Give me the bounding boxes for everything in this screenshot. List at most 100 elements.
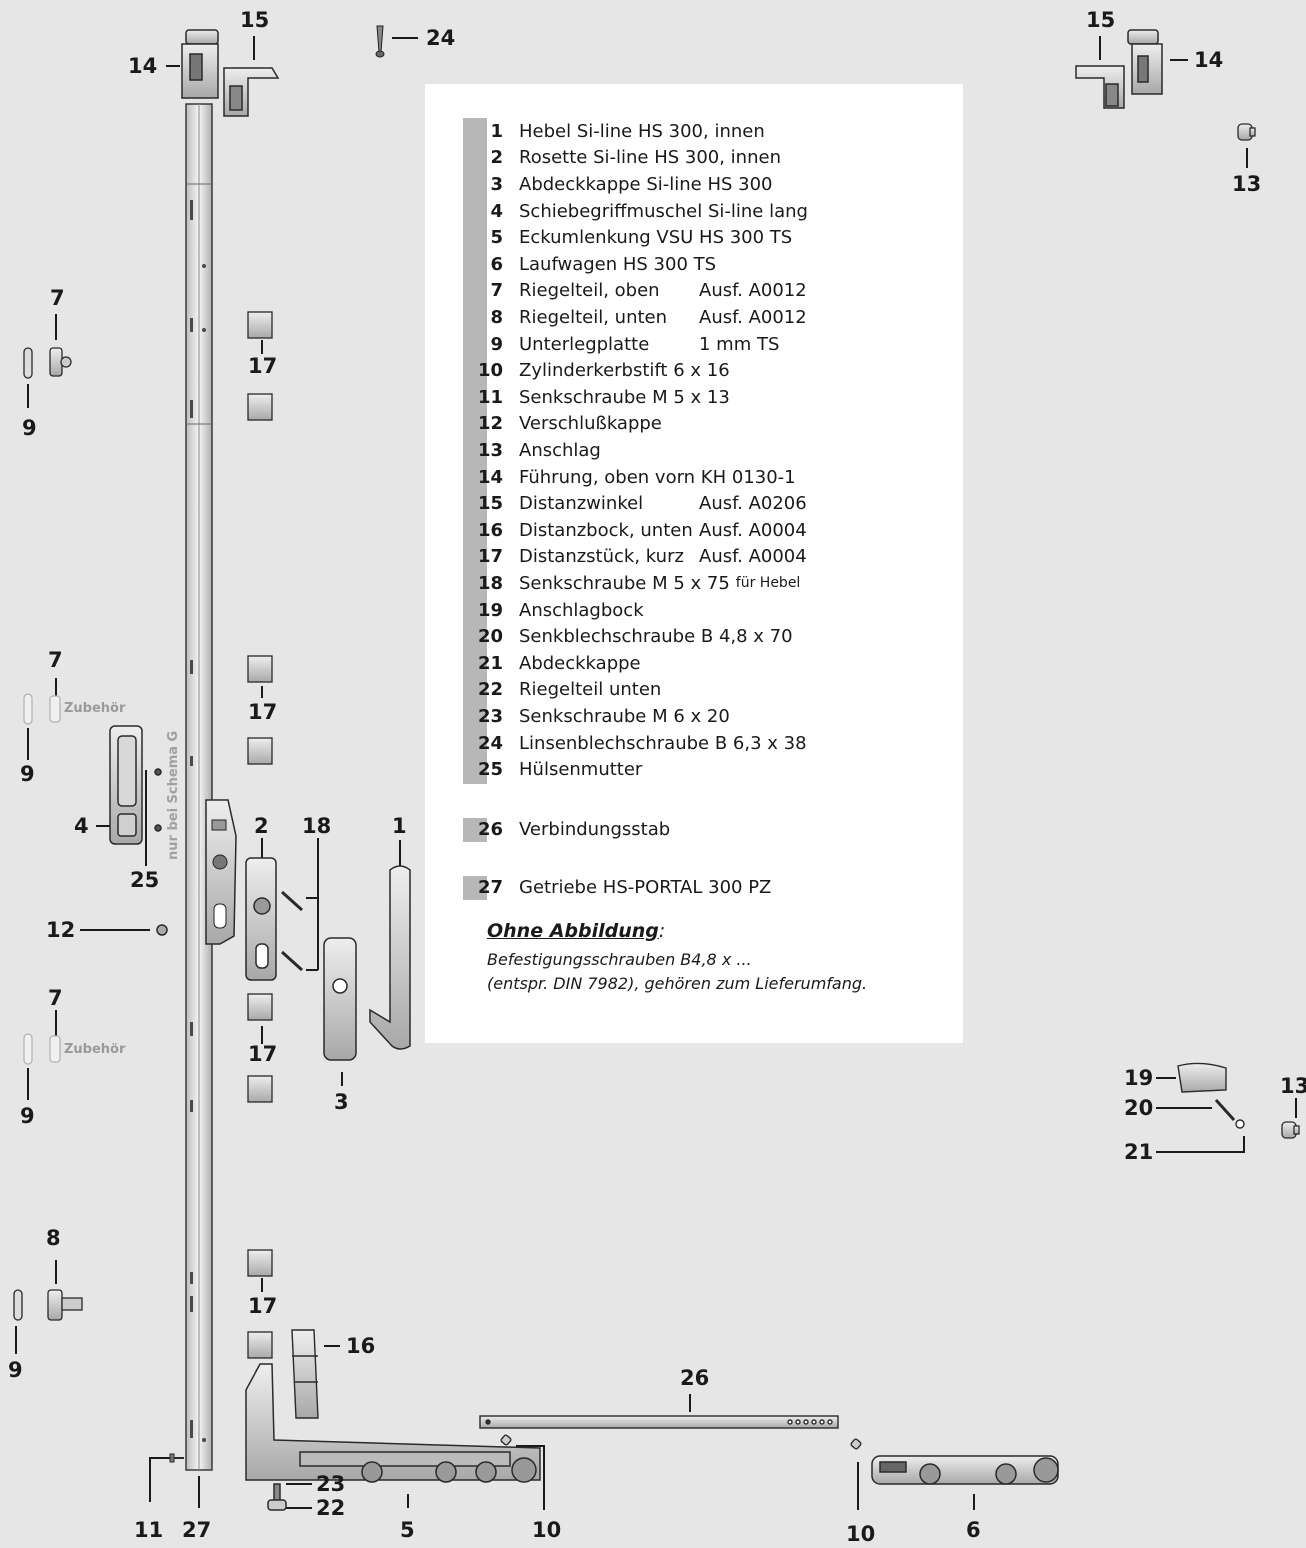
stop-13	[1237, 123, 1300, 1139]
handle-shell	[109, 725, 168, 936]
spacers-17	[247, 311, 273, 1359]
callout-14-right: 14	[1194, 48, 1224, 72]
legend-bar-main	[463, 118, 487, 784]
callout-4: 4	[74, 814, 89, 838]
legend-item: 6 Laufwagen HS 300 TS	[463, 251, 716, 278]
gear-rail	[185, 103, 237, 1471]
legend-item-number: 26	[477, 818, 503, 840]
legend-item-text: Anschlagbock	[519, 599, 644, 621]
legend-item-number: 23	[477, 705, 503, 727]
callout-15-left: 15	[240, 8, 270, 32]
accessory-faded	[23, 693, 61, 1065]
callout-3: 3	[334, 1090, 349, 1114]
top-guide-right	[1075, 29, 1163, 109]
legend-item-text: Verschlußkappe	[519, 413, 662, 435]
legend-item-number: 14	[477, 466, 503, 488]
legend-item: 4 Schiebegriffmuschel Si-line lang	[463, 198, 808, 225]
legend-item-number: 4	[490, 200, 503, 222]
legend-item-number: 11	[477, 386, 503, 408]
legend-item-number: 12	[477, 413, 503, 435]
legend-item-number: 20	[477, 626, 503, 648]
legend-item-variant: Ausf. A0012	[699, 280, 807, 302]
callout-13-right: 13	[1280, 1074, 1306, 1098]
legend-item-text: Distanzbock, unten	[519, 519, 693, 541]
legend-item-text: Führung, oben vorn KH 0130-1	[519, 466, 796, 488]
legend-item: 14 Führung, oben vorn KH 0130-1	[463, 464, 796, 491]
legend-item-number: 25	[477, 759, 503, 781]
legend-item: 19 Anschlagbock	[463, 597, 644, 624]
legend-item: 21 Abdeckkappe	[463, 650, 641, 677]
legend-item-text: Riegelteil unten	[519, 679, 662, 701]
legend-item-text: Riegelteil, unten	[519, 306, 668, 328]
legend-bar-26	[463, 818, 487, 842]
callout-6: 6	[966, 1518, 981, 1542]
note-line-2: (entspr. DIN 7982), gehören zum Lieferum…	[487, 974, 868, 993]
legend-item-variant: Ausf. A0012	[699, 306, 807, 328]
callout-11: 11	[134, 1518, 164, 1542]
bolt-upper	[13, 347, 83, 1321]
callout-17-a: 17	[248, 354, 278, 378]
legend-item-text: Senkschraube M 5 x 13	[519, 386, 730, 408]
schema-note-vertical: nur bei Schema G	[166, 730, 181, 860]
legend-item-number: 3	[490, 173, 503, 195]
callout-21: 21	[1124, 1140, 1154, 1164]
legend-item-number: 27	[477, 876, 503, 898]
legend-item-text: Unterlegplatte	[519, 333, 650, 355]
legend-item-number: 13	[477, 439, 503, 461]
callout-20: 20	[1124, 1096, 1154, 1120]
legend-item-text: Schiebegriffmuschel Si-line lang	[519, 200, 808, 222]
legend-item-number: 21	[477, 652, 503, 674]
legend-item-variant: Ausf. A0004	[699, 519, 807, 541]
legend-item-number: 19	[477, 599, 503, 621]
legend-item-number: 6	[490, 253, 503, 275]
note-title-colon: :	[658, 920, 666, 942]
callout-10-a: 10	[532, 1518, 562, 1542]
legend-item-text: Hülsenmutter	[519, 759, 643, 781]
callout-18: 18	[302, 814, 332, 838]
leader-lines	[15, 36, 1297, 1510]
carriage	[871, 1455, 1059, 1485]
note-line-1: Befestigungsschrauben B4,8 x ...	[487, 950, 752, 969]
handle-set	[245, 857, 411, 1061]
callout-14-left: 14	[128, 54, 158, 78]
callout-7-b: 7	[48, 648, 63, 672]
legend-item-text: Rosette Si-line HS 300, innen	[519, 147, 781, 169]
legend-item-number: 16	[477, 519, 503, 541]
callout-22: 22	[316, 1496, 346, 1520]
legend-item-text: Anschlag	[519, 439, 601, 461]
accessory-label-upper: Zubehör	[64, 701, 126, 716]
legend-item-number: 5	[490, 227, 503, 249]
callout-9-b: 9	[20, 762, 35, 786]
legend-item-text: Abdeckkappe Si-line HS 300	[519, 173, 773, 195]
legend-item: 13 Anschlag	[463, 437, 601, 464]
callout-5: 5	[400, 1518, 415, 1542]
spacer-block-16	[291, 1329, 319, 1419]
legend-item-variant: für Hebel	[735, 575, 801, 592]
callout-13-top: 13	[1232, 172, 1262, 196]
legend-item-text: Abdeckkappe	[519, 652, 641, 674]
callout-8: 8	[46, 1226, 61, 1250]
legend-item-variant: Ausf. A0206	[699, 493, 807, 515]
callout-9-d: 9	[8, 1358, 23, 1382]
legend-bar-27	[463, 876, 487, 900]
legend-item-number: 8	[490, 306, 503, 328]
callout-10-b: 10	[846, 1522, 876, 1546]
legend-item-number: 10	[477, 360, 503, 382]
legend-item: 11 Senkschraube M 5 x 13	[463, 384, 730, 411]
legend-item-number: 9	[490, 333, 503, 355]
legend-item-text: Laufwagen HS 300 TS	[519, 253, 717, 275]
legend-item: 8 Riegelteil, unten Ausf. A0012	[463, 304, 807, 331]
connecting-rod	[479, 1415, 862, 1450]
screw-11	[169, 1453, 184, 1463]
